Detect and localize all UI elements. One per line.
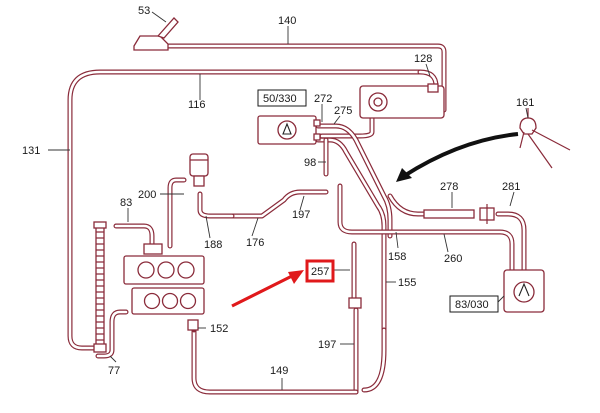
label-158: 158 (388, 251, 406, 263)
label-281: 281 (502, 181, 520, 193)
component-200 (189, 153, 209, 187)
label-278: 278 (440, 181, 458, 193)
label-257-highlight-box (305, 259, 335, 283)
component-83-030 (503, 269, 545, 313)
hose-83 (113, 223, 155, 249)
label-140: 140 (278, 15, 296, 27)
label-275: 275 (334, 105, 352, 117)
label-155: 155 (398, 277, 416, 289)
hose-260 (337, 183, 515, 275)
label-128: 128 (414, 53, 432, 65)
hose-155 (361, 327, 387, 393)
label-53: 53 (138, 5, 150, 17)
label-83-030: 83/030 (455, 299, 489, 311)
label-176: 176 (246, 237, 264, 249)
label-188: 188 (204, 239, 222, 251)
label-197-upper: 197 (292, 209, 310, 221)
hose-188 (197, 191, 235, 219)
label-257: 257 (311, 266, 329, 278)
part-labels: 53 140 128 116 131 50/330 272 275 161 98… (22, 5, 534, 377)
connector-257-197 (348, 297, 362, 309)
label-197-lower: 197 (318, 339, 336, 351)
component-161 (519, 108, 571, 169)
label-83: 83 (120, 197, 132, 209)
label-152: 152 (210, 323, 228, 335)
label-272: 272 (314, 93, 332, 105)
component-53 (133, 17, 179, 51)
canister-275 (359, 83, 445, 119)
pointer-arrow-black (402, 132, 519, 178)
component-278 (423, 204, 495, 224)
label-200: 200 (138, 189, 156, 201)
engine-block (123, 243, 205, 331)
label-50-330-box (257, 89, 307, 107)
ribbed-hose (93, 221, 107, 353)
label-161: 161 (516, 97, 534, 109)
label-77: 77 (108, 365, 120, 377)
label-98: 98 (304, 157, 316, 169)
label-131: 131 (22, 145, 40, 157)
label-50-330: 50/330 (263, 93, 297, 105)
leader-lines (48, 11, 529, 390)
label-83-030-box (449, 295, 499, 313)
component-50-330 (257, 115, 321, 145)
red-pointer-arrow (231, 270, 304, 308)
hose-network (67, 43, 527, 395)
label-149: 149 (270, 365, 288, 377)
label-116: 116 (188, 99, 206, 111)
label-260: 260 (444, 253, 462, 265)
hose-200 (167, 177, 187, 249)
